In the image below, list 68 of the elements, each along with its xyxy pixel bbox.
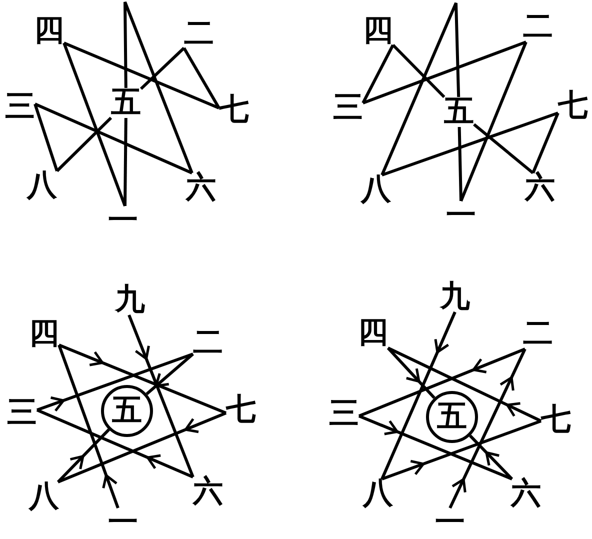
- numeral-label: 八: [361, 175, 391, 205]
- arrow: [358, 348, 526, 418]
- numeral-label: 八: [27, 171, 57, 201]
- numeral-label: 八: [363, 479, 393, 509]
- arrow: [58, 344, 227, 414]
- connector-line: [34, 104, 58, 172]
- numeral-label: 七: [226, 395, 256, 425]
- connector-line: [460, 41, 528, 202]
- connector-line: [362, 44, 394, 104]
- numeral-label: 三: [5, 92, 35, 122]
- numeral-label: 三: [333, 93, 363, 123]
- arrow: [448, 348, 526, 509]
- numeral-label: 二: [523, 319, 553, 349]
- connector-line: [362, 40, 527, 104]
- connector-line: [182, 47, 220, 109]
- numeral-label: 一: [435, 508, 465, 538]
- connector-line: [56, 116, 112, 172]
- arrow: [381, 420, 542, 480]
- arrow: [56, 428, 110, 484]
- arrow: [36, 408, 194, 478]
- connector-line: [380, 2, 460, 176]
- numeral-label: 一: [108, 206, 138, 236]
- connector-line: [124, 118, 128, 206]
- connector-line: [473, 123, 534, 174]
- arrow: [358, 414, 513, 480]
- arrow: [128, 314, 194, 478]
- connector-line: [392, 44, 446, 98]
- numeral-label: 六: [525, 173, 555, 203]
- connector-line: [124, 0, 194, 174]
- numeral-label: 六: [511, 479, 541, 509]
- numeral-label: 九: [115, 285, 145, 315]
- numeral-label: 一: [108, 508, 138, 538]
- arrow: [57, 412, 227, 484]
- numeral-label: 七: [219, 95, 249, 125]
- numeral-label: 五: [444, 97, 474, 127]
- connector-line: [63, 42, 220, 110]
- numeral-label: 四: [358, 318, 388, 348]
- numeral-label: 二: [184, 19, 214, 49]
- arrow: [146, 352, 194, 396]
- numeral-label: 二: [193, 328, 223, 358]
- numeral-label: 九: [440, 282, 470, 312]
- arrow: [469, 434, 514, 480]
- connector-line: [382, 112, 558, 176]
- numeral-label: 七: [541, 405, 571, 435]
- circled-numeral: 五: [101, 385, 153, 437]
- numeral-label: 六: [193, 477, 223, 507]
- numeral-label: 三: [329, 399, 359, 429]
- numeral-label: 四: [363, 16, 393, 46]
- connector-line: [140, 46, 186, 90]
- numeral-label: 四: [29, 319, 59, 349]
- numeral-label: 八: [29, 482, 59, 512]
- connector-line: [34, 102, 193, 174]
- numeral-label: 一: [446, 201, 476, 231]
- arrow: [36, 352, 194, 412]
- circled-numeral: 五: [426, 391, 478, 443]
- numeral-label: 六: [186, 173, 216, 203]
- connector-line: [532, 112, 560, 174]
- numeral-label: 七: [558, 91, 588, 121]
- numeral-label: 三: [7, 398, 37, 428]
- arrow: [58, 344, 120, 508]
- arrow: [380, 311, 456, 480]
- connector-line: [458, 126, 462, 202]
- numeral-label: 五: [111, 88, 141, 118]
- arrow: [387, 346, 542, 422]
- connector-line: [62, 42, 126, 207]
- numeral-label: 四: [34, 16, 64, 46]
- arrow: [386, 346, 436, 399]
- numeral-label: 二: [523, 12, 553, 42]
